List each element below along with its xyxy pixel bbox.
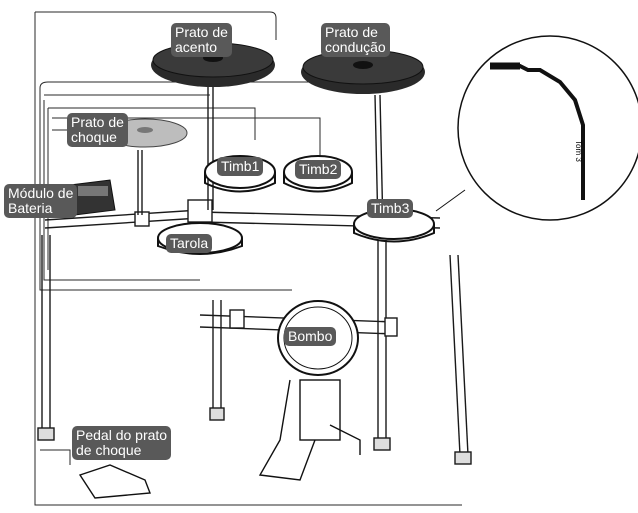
cable-tag: Tom 3 xyxy=(574,140,583,162)
label-accent-cymbal: Prato de acento xyxy=(171,23,232,57)
label-tom2: Timb2 xyxy=(295,160,342,179)
label-hihat-pedal: Pedal do prato de choque xyxy=(72,426,172,460)
label-accent-cymbal-text: Prato de acento xyxy=(175,24,228,55)
label-kick-text: Bombo xyxy=(288,328,333,344)
kick-pedal xyxy=(258,379,361,481)
label-drum-module-text: Módulo de Bateria xyxy=(8,185,74,216)
cable-magnifier: Tom 3 xyxy=(435,35,638,221)
label-tom2-text: Timb2 xyxy=(299,161,338,177)
hihat-pedal xyxy=(78,464,151,499)
label-kick: Bombo xyxy=(284,327,337,346)
label-tom3-text: Timb3 xyxy=(371,200,410,216)
label-snare: Tarola xyxy=(166,234,213,253)
label-ride-cymbal: Prato de condução xyxy=(321,23,390,57)
label-snare-text: Tarola xyxy=(170,235,209,251)
ride-cymbal xyxy=(301,49,425,94)
label-hihat-pedal-text: Pedal do prato de choque xyxy=(76,427,168,458)
label-tom1: Timb1 xyxy=(217,157,264,176)
rack-stand xyxy=(37,85,472,465)
label-drum-module: Módulo de Bateria xyxy=(4,184,78,218)
label-crash-cymbal: Prato de choque xyxy=(67,113,128,147)
cable-lines xyxy=(34,11,462,506)
label-tom1-text: Timb1 xyxy=(221,158,260,174)
label-ride-cymbal-text: Prato de condução xyxy=(325,24,386,55)
label-tom3: Timb3 xyxy=(367,199,414,218)
label-crash-cymbal-text: Prato de choque xyxy=(71,114,124,145)
